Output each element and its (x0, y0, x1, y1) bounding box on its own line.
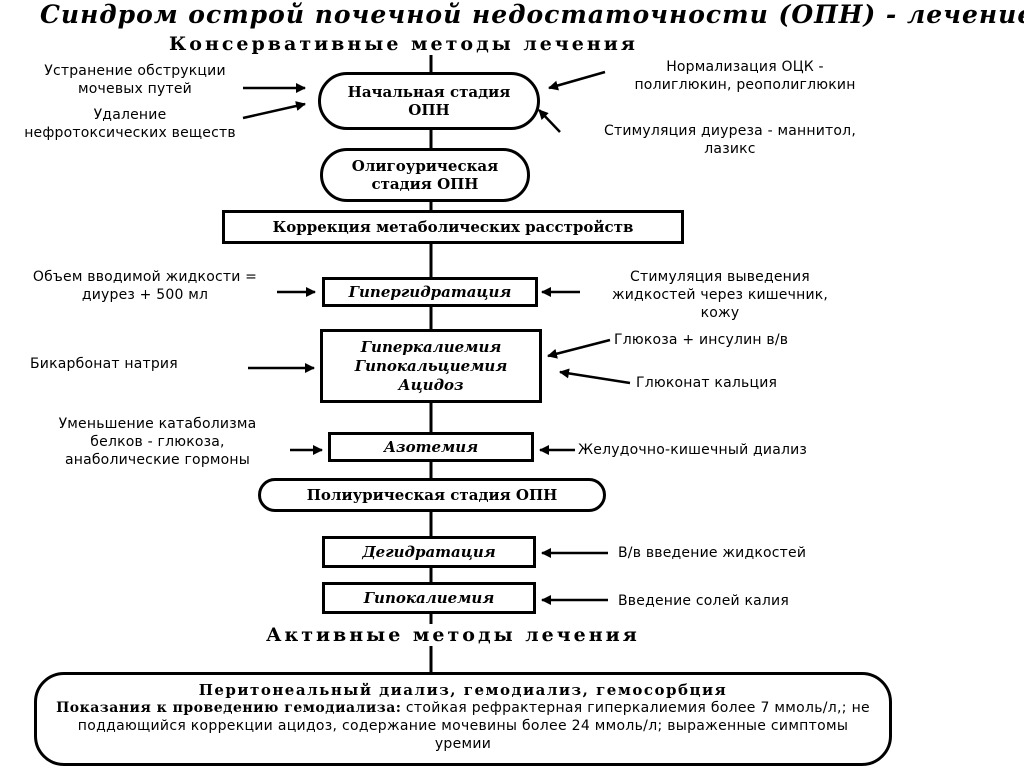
section-conservative: Консервативные методы лечения (165, 33, 642, 55)
note-fluid-volume: Объем вводимой жидкости = диурез + 500 м… (10, 268, 280, 304)
node-initial-stage-line2: ОПН (408, 101, 450, 119)
note-removal-line2: нефротоксических веществ (24, 125, 236, 141)
node-initial-stage-line1: Начальная стадия (347, 83, 511, 101)
note-bcc-line1: Нормализация ОЦК - (666, 59, 824, 75)
note-bcc-line2: полиглюкин, реополиглюкин (634, 77, 856, 93)
page-title: Синдром острой почечной недостаточности … (40, 0, 1024, 29)
arrow-calcium (559, 368, 631, 385)
node-hyperkalemia: Гиперкалиемия (360, 337, 502, 356)
node-hyperhydration: Гипергидратация (322, 277, 538, 307)
note-bcc: Нормализация ОЦК - полиглюкин, реополигл… (600, 58, 890, 94)
node-dehydration: Дегидратация (322, 536, 536, 568)
note-potassium: Введение солей калия (618, 593, 789, 609)
note-diuresis-line2: лазикс (704, 141, 756, 157)
note-diuresis: Стимуляция диуреза - маннитол, лазикс (565, 122, 895, 158)
note-removal: Удаление нефротоксических веществ (10, 106, 250, 142)
note-catabolism-line3: анаболические гормоны (64, 452, 251, 468)
node-oliguric-stage-line2: стадия ОПН (371, 175, 479, 193)
active-methods-heading: Перитонеальный диализ, гемодиализ, гемос… (198, 681, 728, 699)
note-bicarbonate: Бикарбонат натрия (30, 356, 178, 372)
node-azotemia: Азотемия (328, 432, 534, 462)
node-metabolic-correction: Коррекция метаболических расстройств (222, 210, 684, 244)
node-acidosis: Ацидоз (398, 375, 464, 394)
note-obstruction-line1: Устранение обструкции (44, 63, 226, 79)
note-fluid-excretion-line3: кожу (700, 305, 740, 321)
arrow-bcc (548, 70, 606, 91)
note-fluid-excretion: Стимуляция выведения жидкостей через киш… (585, 268, 855, 322)
note-calcium: Глюконат кальция (636, 375, 778, 391)
node-hypokalemia: Гипокалиемия (322, 582, 536, 614)
indications-label: Показания к проведению гемодиализа: (56, 700, 402, 716)
note-gi-dialysis: Желудочно-кишечный диализ (578, 442, 808, 458)
note-removal-line1: Удаление (93, 107, 167, 123)
note-obstruction-line2: мочевых путей (78, 81, 192, 97)
node-oliguric-stage-line1: Олигоурическая (351, 157, 499, 175)
arrow-glucose-insulin (547, 338, 611, 359)
note-fluid-excretion-line2: жидкостей через кишечник, (611, 287, 829, 303)
arrow-removal (242, 101, 306, 120)
note-iv-fluids: В/в введение жидкостей (618, 545, 807, 561)
note-fluid-excretion-line1: Стимуляция выведения (630, 269, 810, 285)
indications-text: стойкая рефрактерная гиперкалиемия более… (77, 700, 870, 752)
note-catabolism-line1: Уменьшение катаболизма (58, 416, 257, 432)
arrow-diuresis (538, 109, 561, 133)
section-active: Активные методы лечения (262, 624, 644, 646)
node-polyuric-stage: Полиурическая стадия ОПН (258, 478, 606, 512)
note-fluid-volume-line2: диурез + 500 мл (81, 287, 209, 303)
note-glucose-insulin: Глюкоза + инсулин в/в (614, 332, 789, 348)
node-hypocalcemia: Гипокальциемия (354, 356, 508, 375)
note-catabolism: Уменьшение катаболизма белков - глюкоза,… (30, 415, 285, 469)
note-diuresis-line1: Стимуляция диуреза - маннитол, (604, 123, 856, 139)
note-catabolism-line2: белков - глюкоза, (90, 434, 225, 450)
note-fluid-volume-line1: Объем вводимой жидкости = (32, 269, 258, 285)
active-methods-box: Перитонеальный диализ, гемодиализ, гемос… (34, 672, 892, 766)
note-obstruction: Устранение обструкции мочевых путей (20, 62, 250, 98)
